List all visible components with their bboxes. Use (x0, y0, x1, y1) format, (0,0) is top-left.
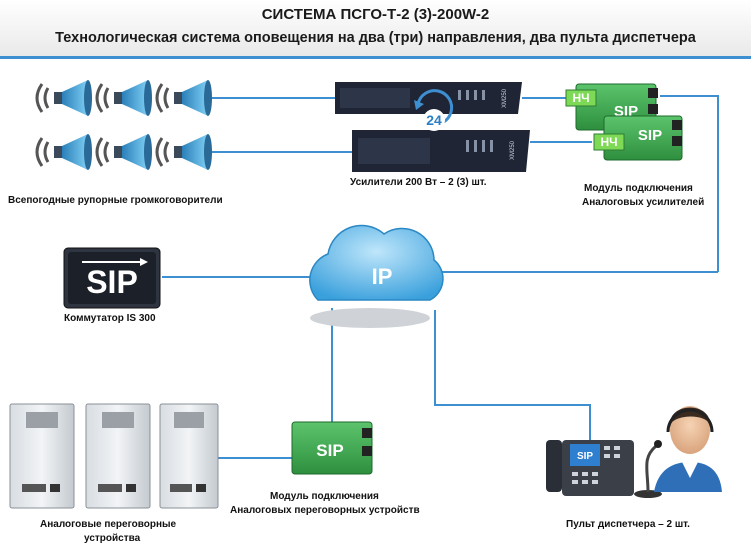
line-cloud-intercom-module (312, 308, 333, 431)
operator-avatar (654, 406, 722, 492)
intercom-label-line2: устройства (84, 533, 141, 544)
intercom-panel-icon (85, 403, 151, 509)
speaker-icon (35, 80, 92, 116)
amp-model-label: XM250 (510, 140, 516, 160)
amplifiers-label: Усилители 200 Вт – 2 (3) шт. (350, 177, 487, 188)
operator-label: Пульт диспетчера – 2 шт. (566, 519, 690, 530)
intercom-module-sip: SIP (316, 441, 343, 460)
speakers-label: Всепогодные рупорные громкоговорители (8, 195, 223, 206)
cloud-label: IP (372, 264, 393, 289)
nch-label: НЧ (572, 91, 589, 105)
page-subtitle: Технологическая система оповещения на дв… (55, 30, 696, 46)
amplifier-2: XM250 (352, 130, 530, 172)
line-cloud-operator (434, 310, 591, 440)
intercom-module-label-line2: Аналоговых переговорных устройств (230, 505, 420, 516)
amp-model-label: XM250 (502, 88, 508, 108)
switch-label: Коммутатор IS 300 (64, 313, 156, 324)
phone-sip-text: SIP (577, 451, 593, 462)
analog-module-label-line2: Аналоговых усилителей (582, 197, 705, 208)
intercom-label-line1: Аналоговые переговорные (40, 519, 177, 530)
intercom-panel-icon (9, 403, 75, 509)
intercom-module-icon: SIP (291, 421, 373, 475)
line-module-right (660, 95, 719, 272)
speaker-icon (95, 80, 152, 116)
intercom-panel-icon (159, 403, 219, 509)
sip-board-label: SIP (638, 127, 662, 144)
ip-cloud-icon: IP (309, 224, 444, 328)
continuous-operation-24-icon: 24 (414, 89, 454, 131)
amp-badge-text: 24 (426, 112, 442, 128)
sip-switch-icon: SIP (63, 247, 161, 309)
speaker-icon (155, 80, 212, 116)
microphone-icon (634, 440, 662, 498)
speaker-icon (155, 134, 212, 170)
page-title: СИСТЕМА ПСГО-Т-2 (3)-200W-2 (261, 6, 490, 23)
ip-phone-icon: SIP (546, 440, 634, 496)
switch-sip-text: SIP (86, 264, 138, 300)
analog-amp-module: НЧ SIP (593, 115, 683, 161)
speaker-icon (35, 134, 92, 170)
connection-lines (162, 95, 719, 459)
analog-module-label-line1: Модуль подключения (584, 183, 693, 194)
header: СИСТЕМА ПСГО-Т-2 (3)-200W-2 Технологичес… (0, 0, 751, 59)
intercom-module-label-line1: Модуль подключения (270, 491, 379, 502)
nch-label: НЧ (600, 135, 617, 149)
speaker-group (35, 80, 212, 170)
speaker-icon (95, 134, 152, 170)
amplifier-1: XM250 (335, 82, 522, 114)
